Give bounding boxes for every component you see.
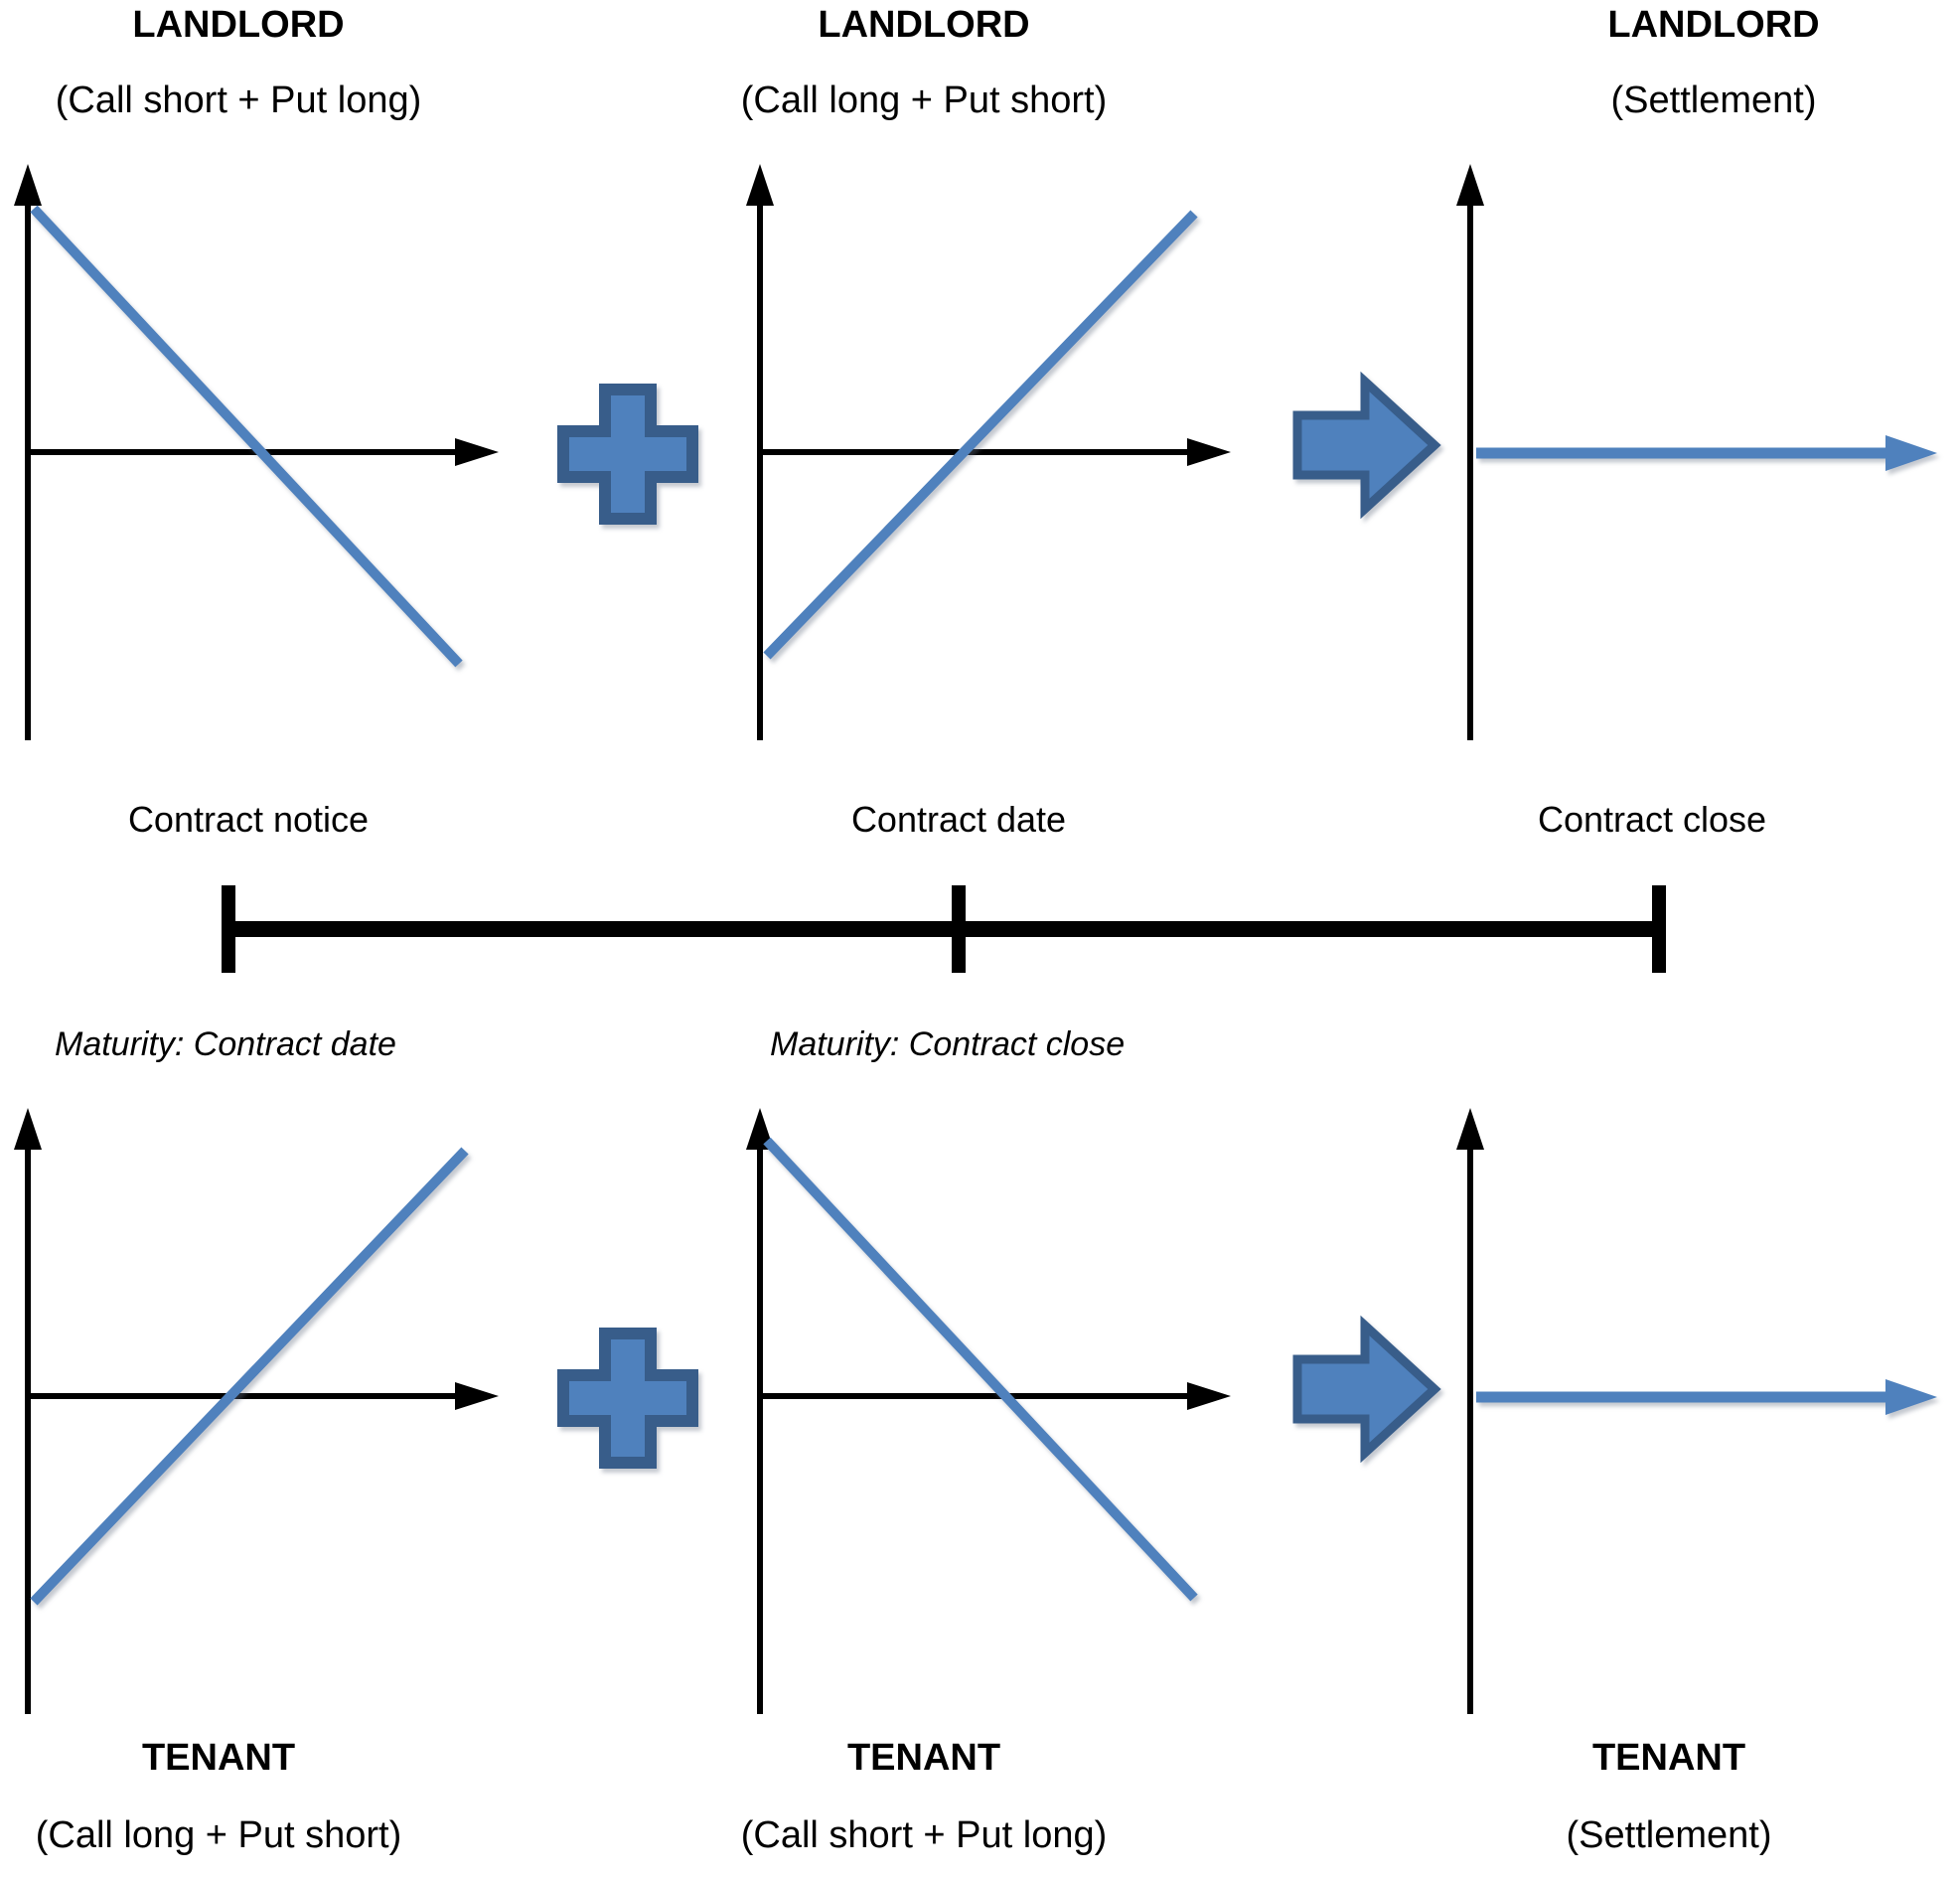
panel-subtitle-landlord-2: (Call long + Put short) <box>740 79 1108 121</box>
tenant-call-long-put-short-payoff-line <box>30 1147 469 1606</box>
tenant-settlement-arrow <box>1476 1379 1937 1415</box>
result-arrow-icon <box>1292 371 1441 520</box>
panel-subtitle-landlord-1: (Call short + Put long) <box>55 79 422 121</box>
y-axis-arrowhead-icon <box>14 1108 42 1150</box>
plus-icon <box>557 384 698 525</box>
y-axis-arrowhead-icon <box>746 164 774 206</box>
panel-title-landlord-1: LANDLORD <box>132 4 345 46</box>
y-axis-arrowhead-icon <box>1456 164 1484 206</box>
y-axis-arrowhead-icon <box>1456 1108 1484 1150</box>
panel-subtitle-tenant-2: (Call short + Put long) <box>740 1814 1108 1856</box>
contract-timeline <box>222 885 1666 973</box>
bottom-right-settlement-axis <box>1456 1108 1484 1714</box>
maturity-label-contract-close: Maturity: Contract close <box>770 1025 1126 1063</box>
timeline-label-contract-close: Contract close <box>1537 799 1767 840</box>
x-axis-arrowhead-icon <box>1187 438 1231 466</box>
plus-icon <box>557 1328 698 1469</box>
panel-title-tenant-3: TENANT <box>1591 1737 1746 1779</box>
result-arrow-icon <box>1292 1315 1441 1464</box>
timeline-label-contract-date: Contract date <box>850 799 1067 840</box>
y-axis-arrowhead-icon <box>746 1108 774 1150</box>
settlement-arrowhead-icon <box>1885 435 1937 471</box>
top-left-payoff-axes <box>14 164 499 740</box>
top-middle-payoff-axes <box>746 164 1231 740</box>
landlord-call-short-put-long-payoff-line <box>30 205 463 668</box>
top-right-settlement-axis <box>1456 164 1484 740</box>
panel-title-landlord-2: LANDLORD <box>818 4 1030 46</box>
tenant-call-short-put-long-payoff-line <box>763 1137 1198 1602</box>
x-axis-arrowhead-icon <box>455 1382 499 1410</box>
bottom-left-payoff-axes <box>14 1108 499 1714</box>
timeline-label-contract-notice: Contract notice <box>127 799 370 840</box>
panel-subtitle-tenant-1: (Call long + Put short) <box>35 1814 402 1856</box>
panel-subtitle-landlord-3: (Settlement) <box>1610 79 1817 121</box>
bottom-middle-payoff-axes <box>746 1108 1231 1714</box>
settlement-arrowhead-icon <box>1885 1379 1937 1415</box>
y-axis-arrowhead-icon <box>14 164 42 206</box>
landlord-settlement-arrow <box>1476 435 1937 471</box>
panel-title-tenant-2: TENANT <box>846 1737 1001 1779</box>
panel-title-tenant-1: TENANT <box>141 1737 296 1779</box>
panel-title-landlord-3: LANDLORD <box>1607 4 1820 46</box>
panel-subtitle-tenant-3: (Settlement) <box>1566 1814 1772 1856</box>
maturity-label-contract-date: Maturity: Contract date <box>55 1025 396 1063</box>
x-axis-arrowhead-icon <box>1187 1382 1231 1410</box>
x-axis-arrowhead-icon <box>455 438 499 466</box>
landlord-call-long-put-short-payoff-line <box>763 210 1198 660</box>
